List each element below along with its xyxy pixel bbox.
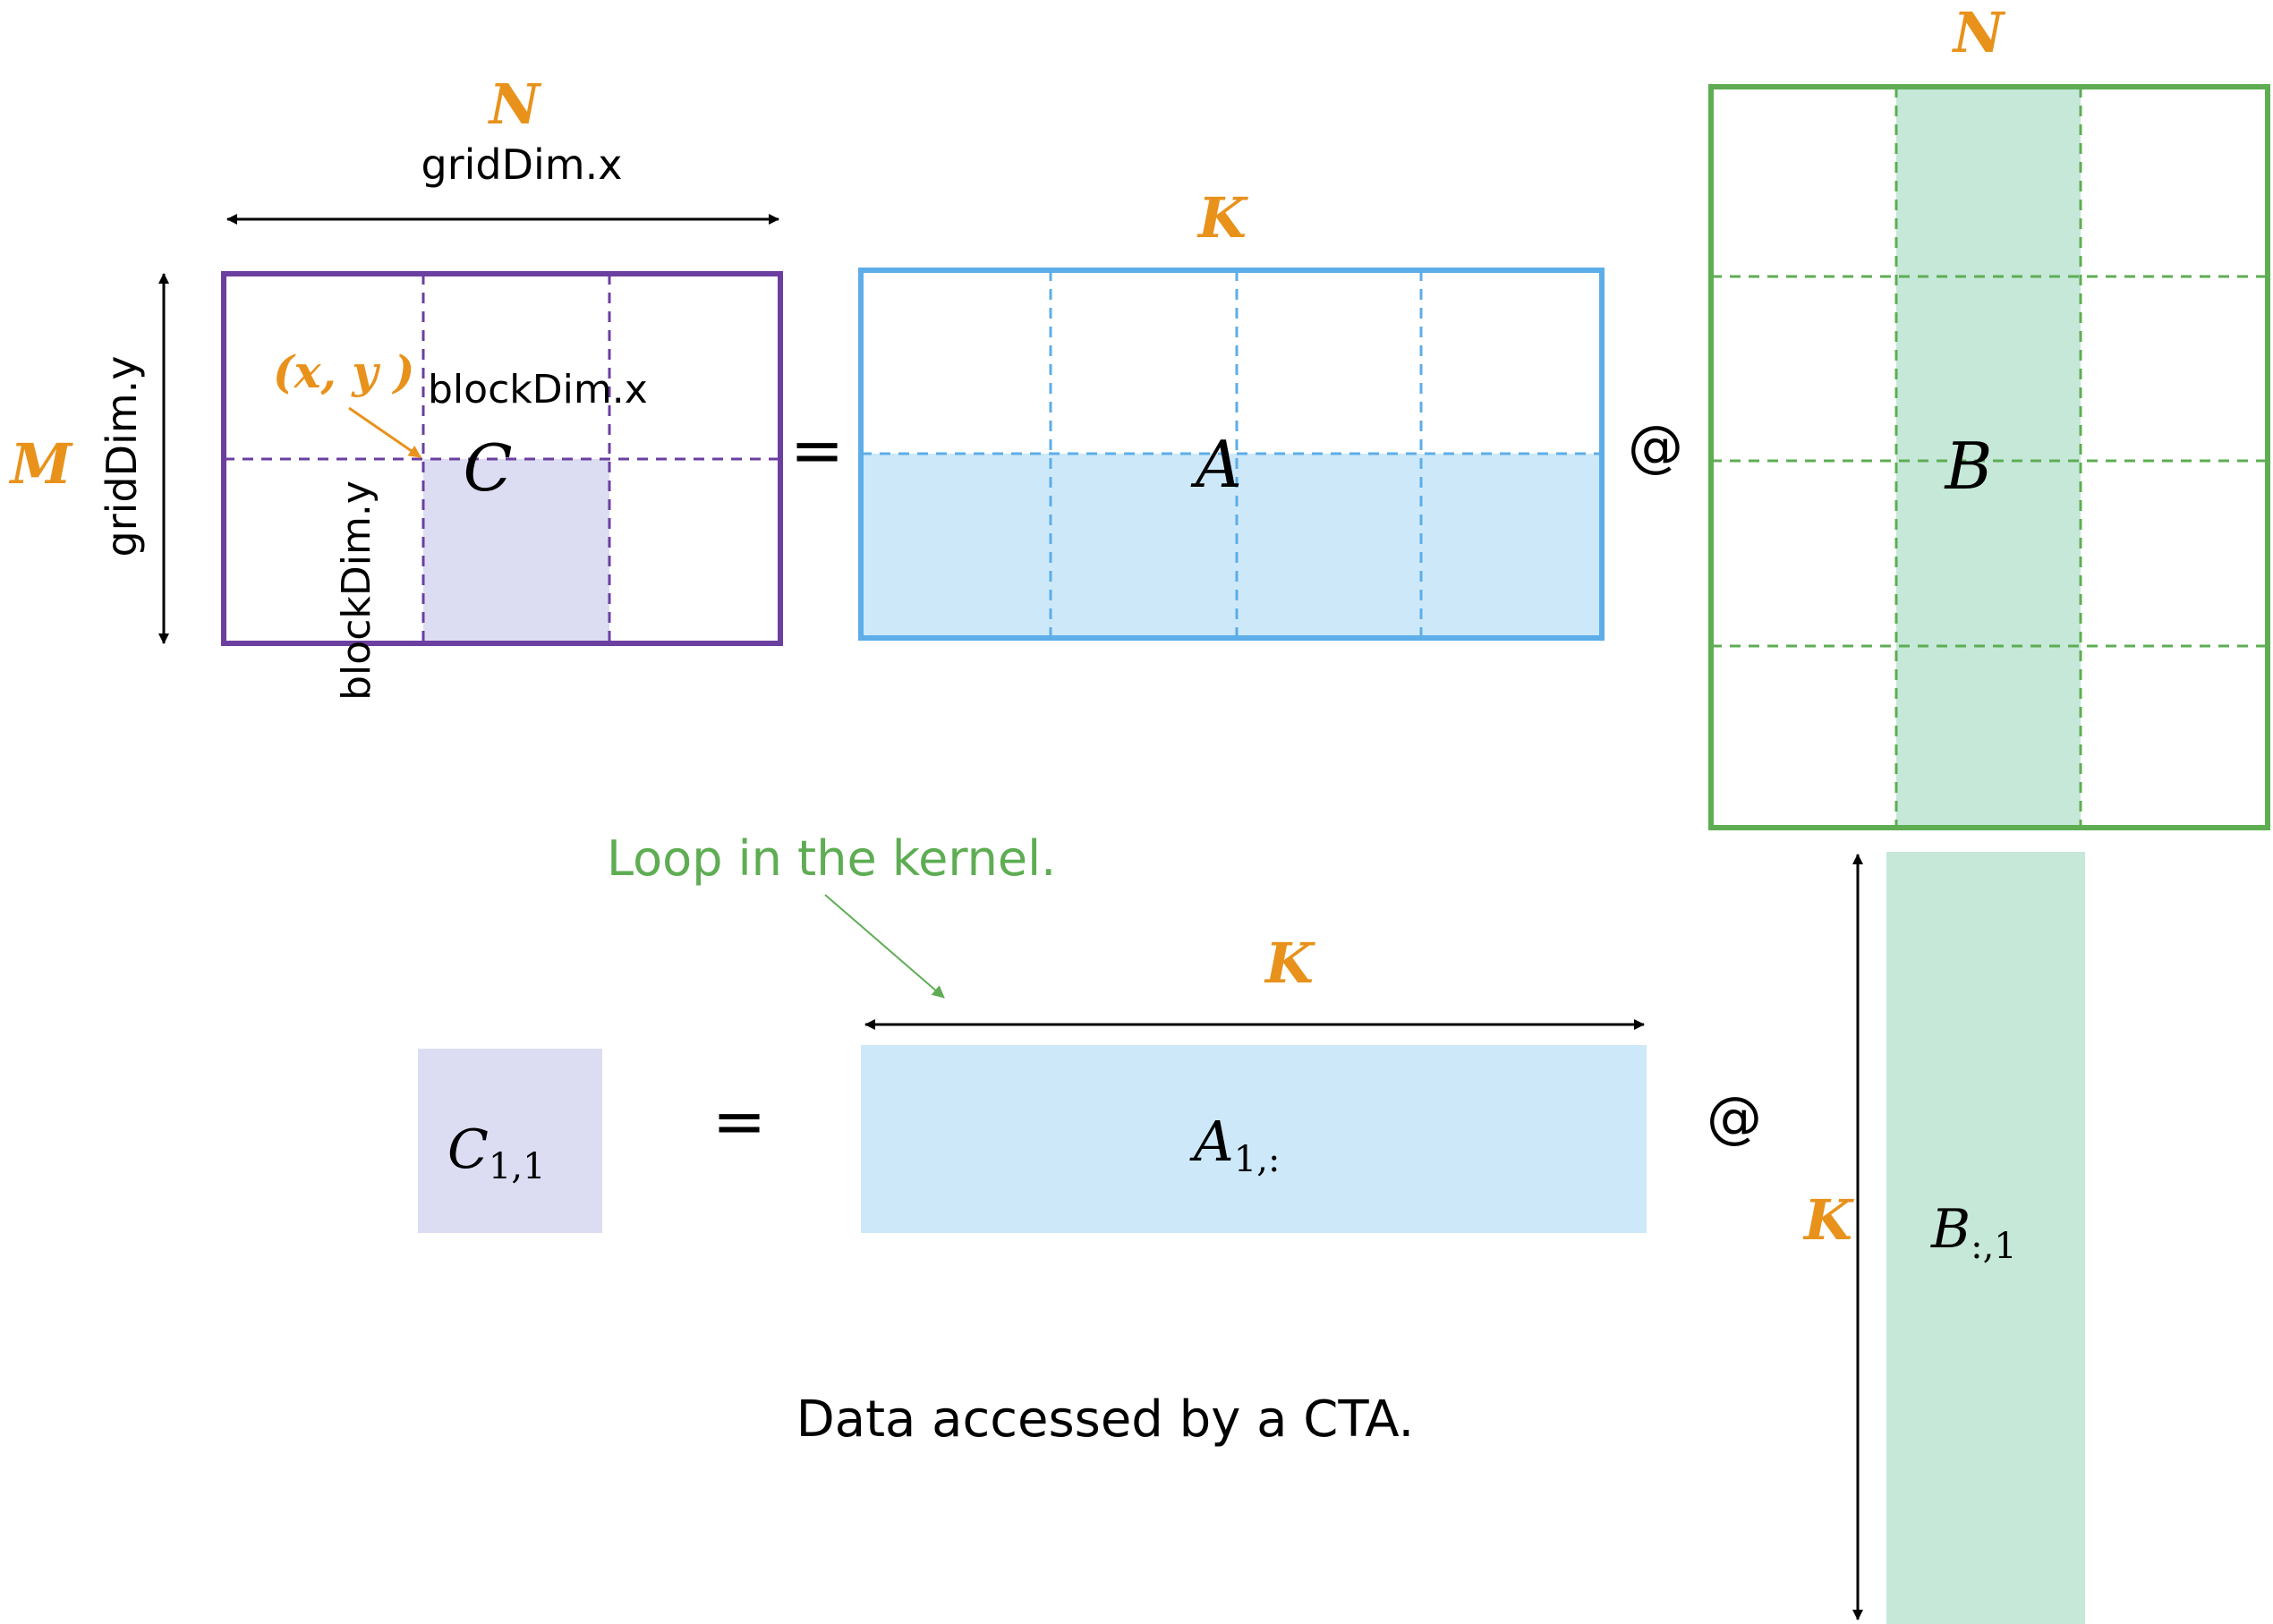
n-label-over-c: N	[488, 72, 542, 137]
m-label-left-c: M	[9, 431, 74, 497]
b-label: B	[1944, 429, 1993, 504]
k-label-left-of-b-column: K	[1802, 1187, 1854, 1253]
c-label: C	[463, 430, 512, 506]
equals-sign-top: =	[790, 412, 844, 488]
c-border	[221, 271, 783, 646]
b-highlight-column	[1896, 87, 2081, 828]
a-sub-index: 1,:	[1234, 1139, 1281, 1180]
xy-coordinate-label: (x, y )	[273, 345, 414, 398]
caption: Data accessed by a CTA.	[796, 1390, 1415, 1449]
grid-dim-y-label: gridDim.y	[98, 356, 146, 557]
c-highlight-block	[423, 459, 609, 643]
loop-note-pointer-arrow	[824, 894, 945, 999]
b-sub-index: :,1	[1971, 1226, 2017, 1267]
matmul-sign-top: @	[1628, 413, 1683, 479]
matrix-b: B	[1708, 84, 2270, 830]
k-label-over-a-row: K	[1264, 931, 1315, 996]
k-label-over-a: K	[1196, 185, 1248, 251]
block-dim-y-label: blockDim.y	[334, 480, 379, 701]
equals-sign-bottom: =	[712, 1084, 766, 1159]
n-label-over-b: N	[1952, 0, 2006, 65]
c-sub-label: C1,1	[447, 1118, 546, 1187]
a-sub-row	[861, 1045, 1647, 1233]
a-border	[858, 268, 1605, 641]
xy-pointer-arrow	[348, 406, 421, 459]
a-label: A	[1190, 427, 1242, 502]
matmul-sign-bottom: @	[1707, 1084, 1762, 1150]
loop-in-kernel-note: Loop in the kernel.	[607, 830, 1056, 887]
block-dim-x-label: blockDim.x	[428, 367, 648, 412]
c-sub-index: 1,1	[489, 1146, 546, 1187]
b-border	[1708, 84, 2270, 830]
a-highlight-row	[861, 454, 1602, 638]
c-sub-block	[418, 1049, 602, 1233]
b-sub-label: B:,1	[1930, 1198, 2017, 1267]
matrix-a: A	[858, 268, 1605, 641]
matrix-c: C	[221, 271, 783, 646]
grid-dim-x-label: gridDim.x	[421, 140, 623, 189]
b-sub-column	[1886, 852, 2085, 1624]
a-sub-label: A1,:	[1189, 1109, 1280, 1180]
